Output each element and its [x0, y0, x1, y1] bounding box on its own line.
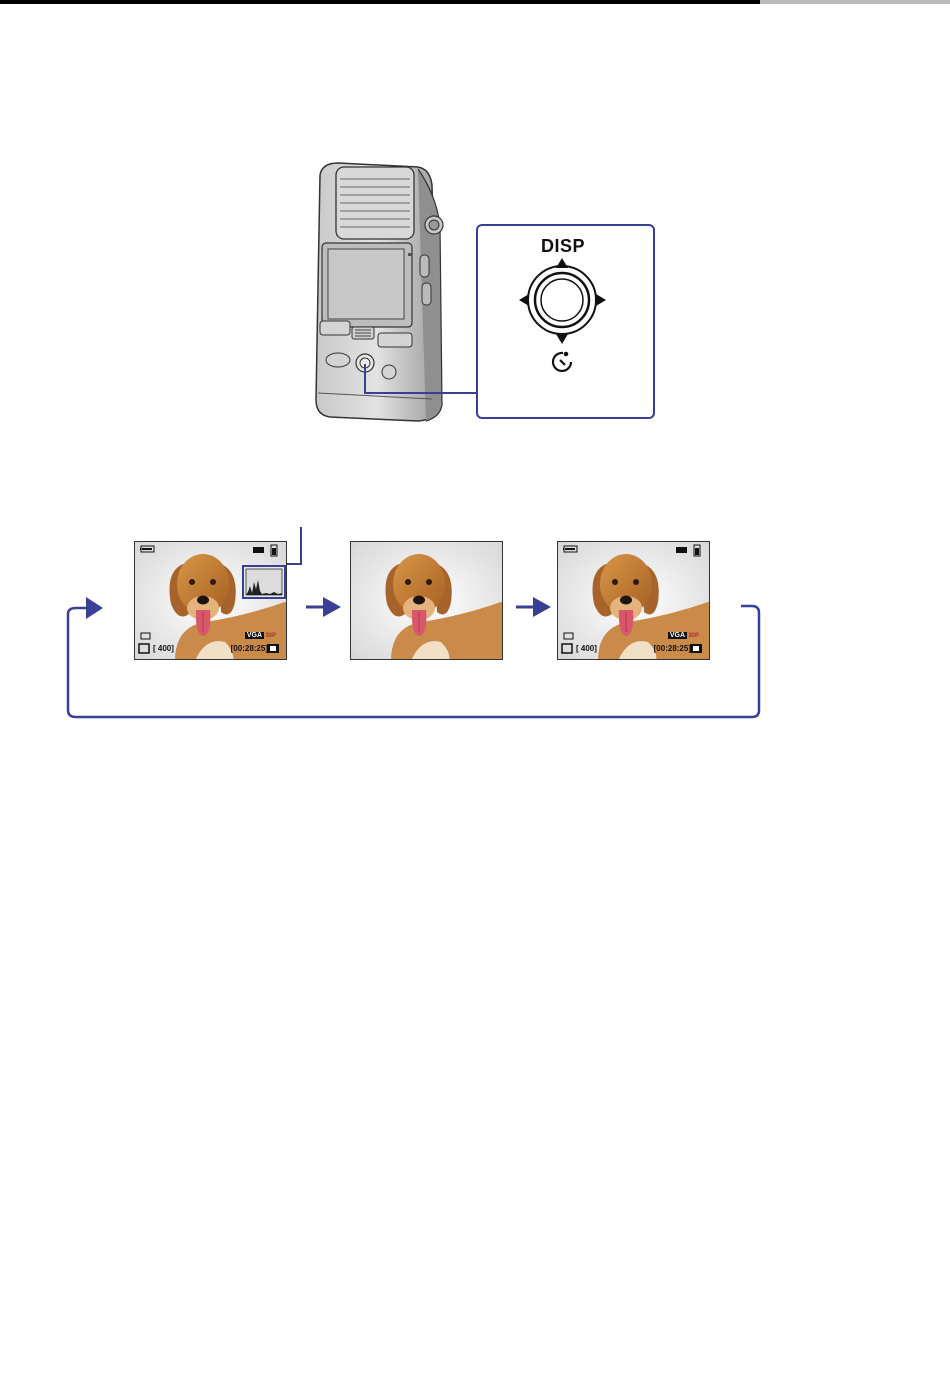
frame-rate: 30P [688, 633, 699, 639]
remaining-count: [ 400] [153, 644, 174, 653]
arrow-right-icon [323, 597, 341, 617]
movie-quality: VGA [245, 632, 264, 639]
arrow-right-icon [86, 597, 103, 619]
remaining-time: [00:28:25] [231, 644, 268, 653]
frame-rate: 30P [265, 633, 276, 639]
disp-label: DISP [540, 236, 586, 257]
arrow-right-icon [533, 597, 551, 617]
remaining-time: [00:28:25] [654, 644, 691, 653]
movie-quality: VGA [668, 632, 687, 639]
histogram-leader-line [287, 527, 301, 564]
screen-with-histogram: [ 400] [00:28:25] VGA 30P [134, 541, 287, 660]
rule-gray-segment [760, 0, 950, 4]
screen-indicators-off [350, 541, 503, 660]
remaining-count: [ 400] [576, 644, 597, 653]
screen-image [558, 542, 710, 660]
screen-indicators-on: [ 400] [00:28:25] VGA 30P [557, 541, 710, 660]
screen-image [135, 542, 287, 660]
screen-image [351, 542, 503, 660]
page-top-rule [0, 0, 950, 4]
folder-icon [676, 547, 687, 553]
folder-icon [253, 547, 264, 553]
camera-illustration [300, 155, 450, 430]
rule-black-segment [0, 0, 760, 4]
